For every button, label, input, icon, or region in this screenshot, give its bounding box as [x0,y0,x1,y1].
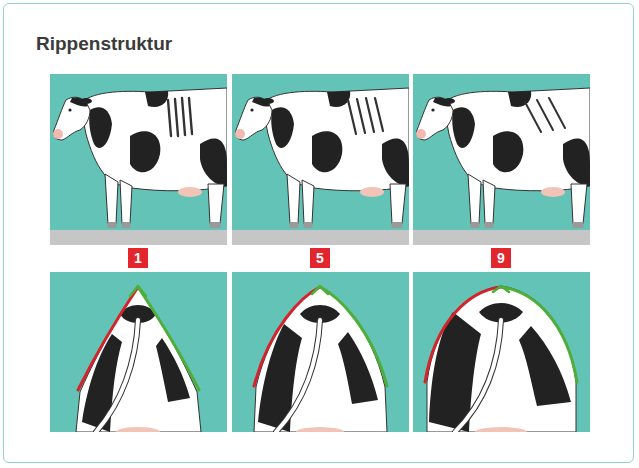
red-curve [254,287,320,386]
floor [232,230,409,245]
coat-patch [156,338,190,402]
callout-number-box: 5 [310,248,330,268]
callout-number: 1 [134,251,142,265]
diagram-title: Rippenstruktur [36,33,172,55]
cow-rear-body [427,286,576,432]
floor [50,230,227,245]
tail [96,320,138,432]
tail [276,320,320,432]
side-view-panel [232,74,409,245]
tail [96,320,138,432]
rear-view-panel [232,272,409,437]
cow-side [416,88,590,228]
spine-marker [130,286,146,296]
red-curve [425,287,501,382]
callout-number: 5 [316,251,324,265]
panel-background [50,272,227,432]
panel-background [232,74,409,230]
rib-lines [525,98,565,132]
coat-patch [82,334,122,432]
rear-view-panel [413,272,590,437]
udder [116,427,160,432]
panel-background [232,272,409,432]
green-curve [501,287,577,382]
coat-patch [258,324,302,432]
red-curve [78,287,138,390]
coat-patch [338,332,378,404]
spine-marker [312,286,328,294]
green-curve [320,287,387,386]
udder [296,427,344,432]
tail [455,320,501,432]
panel-background [413,272,590,432]
udder [475,427,527,432]
callout-number: 9 [497,251,505,265]
panel-background [413,74,590,230]
side-view-panel [50,74,227,245]
callout-number-box: 9 [491,248,511,268]
rear-view-panel [50,272,227,437]
green-curve [138,287,199,390]
rib-lines [168,98,192,136]
side-view-panel [413,74,590,245]
tail [455,320,501,432]
cow-rear-body [76,286,201,432]
callout-number-box: 1 [128,248,148,268]
panel-background [50,74,227,230]
floor [413,230,590,245]
cow-rear-body [254,286,387,432]
spine-marker [493,286,509,292]
tail [276,320,320,432]
rib-lines [348,98,383,134]
cow-side [53,88,227,228]
cow-side [235,88,409,228]
